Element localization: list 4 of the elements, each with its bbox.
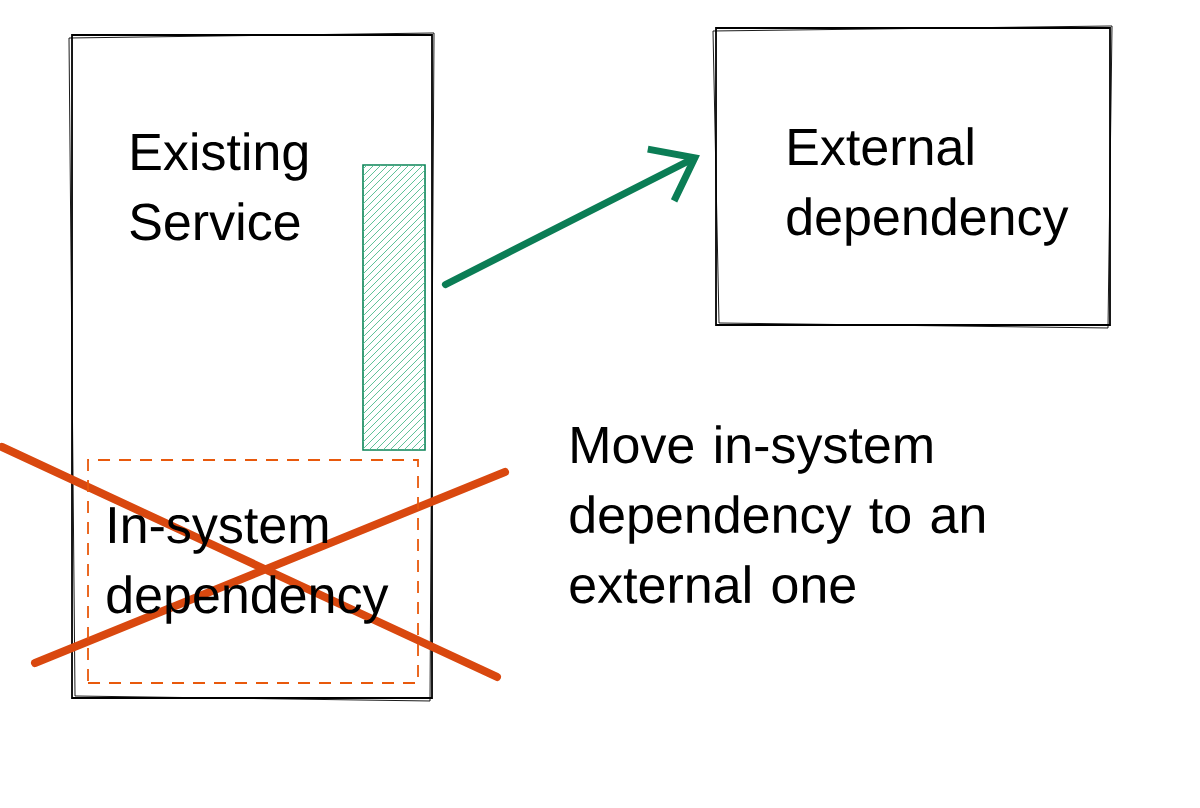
hatched-bar	[362, 164, 426, 451]
note-text: Move in-system dependency to an external one	[570, 425, 984, 604]
dependency-box: External dependency	[712, 25, 1113, 329]
arrow	[441, 145, 700, 289]
